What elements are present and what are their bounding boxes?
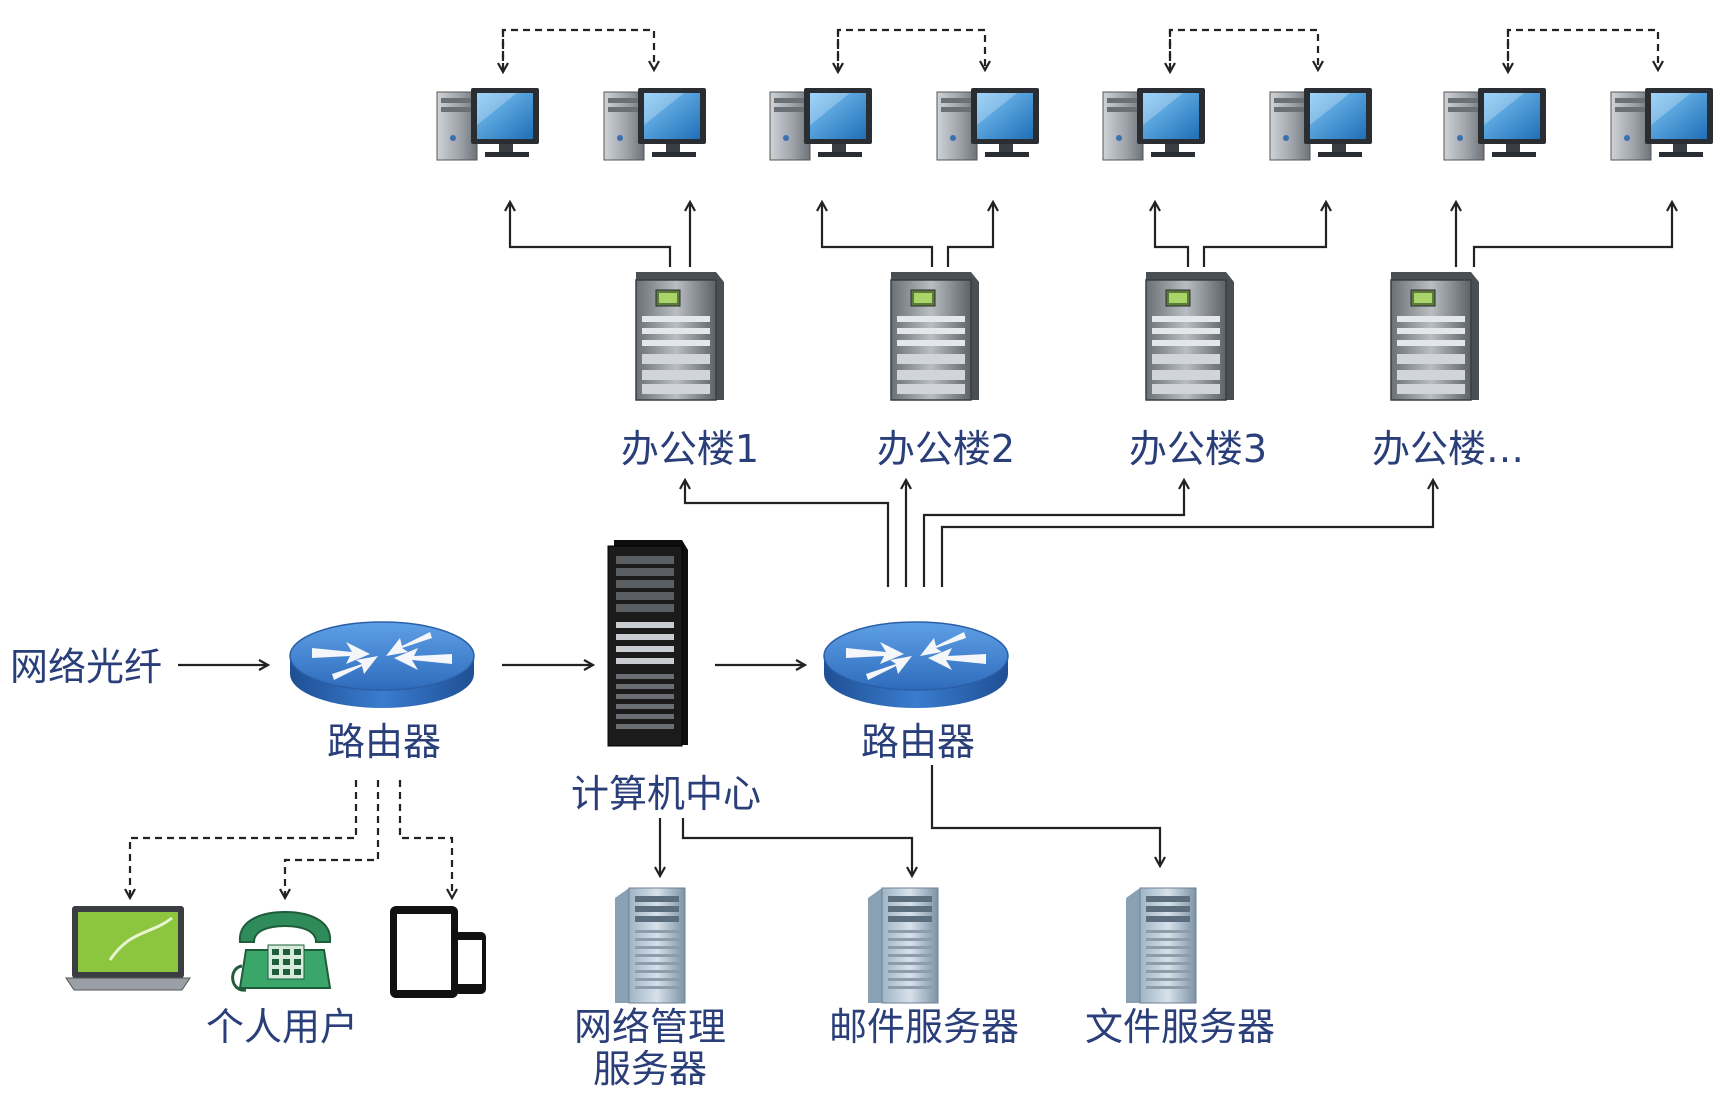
desktop-computer-icon	[1610, 87, 1714, 161]
router-icon	[289, 621, 475, 709]
building-2-label: 办公楼2	[876, 427, 1016, 471]
file-server-icon	[1125, 887, 1197, 1004]
personal-users-label: 个人用户	[205, 1005, 359, 1049]
link-building-n	[940, 480, 1433, 587]
desktop-computer-icon	[603, 87, 707, 161]
router-right-label: 路由器	[860, 720, 976, 764]
link-building-1	[685, 480, 890, 587]
peer-link-1	[501, 28, 654, 70]
link-building-3	[922, 480, 1184, 587]
router-icon	[823, 621, 1009, 709]
building-server-icon	[890, 271, 980, 401]
router-phone-link	[285, 780, 380, 898]
b3-pc2-link	[1202, 202, 1326, 267]
network-mgmt-server-icon	[614, 887, 686, 1004]
bn-pc2-link	[1472, 202, 1672, 267]
computer-center-label: 计算机中心	[570, 772, 762, 816]
laptop-icon	[65, 906, 191, 991]
b2-pc2-link	[946, 202, 993, 267]
b2-pc1-link	[822, 202, 934, 267]
fiber-label: 网络光纤	[10, 645, 163, 689]
desktop-row	[436, 87, 1714, 161]
building-server-icon	[1145, 271, 1235, 401]
desktop-computer-icon	[436, 87, 540, 161]
tablet-phone-icon	[390, 906, 486, 998]
file-server-label: 文件服务器	[1084, 1005, 1276, 1049]
peer-link-2	[836, 28, 985, 70]
center-mail-link	[681, 818, 912, 876]
server-rack-icon	[607, 539, 689, 747]
router-tablet-link	[398, 780, 452, 898]
desktop-computer-icon	[1443, 87, 1547, 161]
peer-link-4	[1506, 28, 1658, 70]
building-1-label: 办公楼1	[620, 427, 760, 471]
telephone-icon	[231, 910, 332, 992]
router-file-link	[930, 765, 1160, 866]
building-3-label: 办公楼3	[1128, 427, 1268, 471]
b3-pc1-link	[1155, 202, 1190, 267]
desktop-computer-icon	[1269, 87, 1373, 161]
b1-pc1-link	[510, 202, 672, 267]
building-n-label: 办公楼…	[1371, 427, 1525, 471]
mail-server-icon	[867, 887, 939, 1004]
router-laptop-link	[130, 780, 358, 898]
peer-link-3	[1168, 28, 1318, 70]
mail-server-label: 邮件服务器	[828, 1005, 1020, 1049]
router-left-label: 路由器	[326, 720, 442, 764]
desktop-computer-icon	[1102, 87, 1206, 161]
building-server-icon	[1390, 271, 1480, 401]
building-server-icon	[635, 271, 725, 401]
desktop-computer-icon	[936, 87, 1040, 161]
network-mgmt-label-line1: 网络管理	[573, 1005, 727, 1049]
desktop-computer-icon	[769, 87, 873, 161]
network-mgmt-label-line2: 服务器	[592, 1047, 708, 1091]
